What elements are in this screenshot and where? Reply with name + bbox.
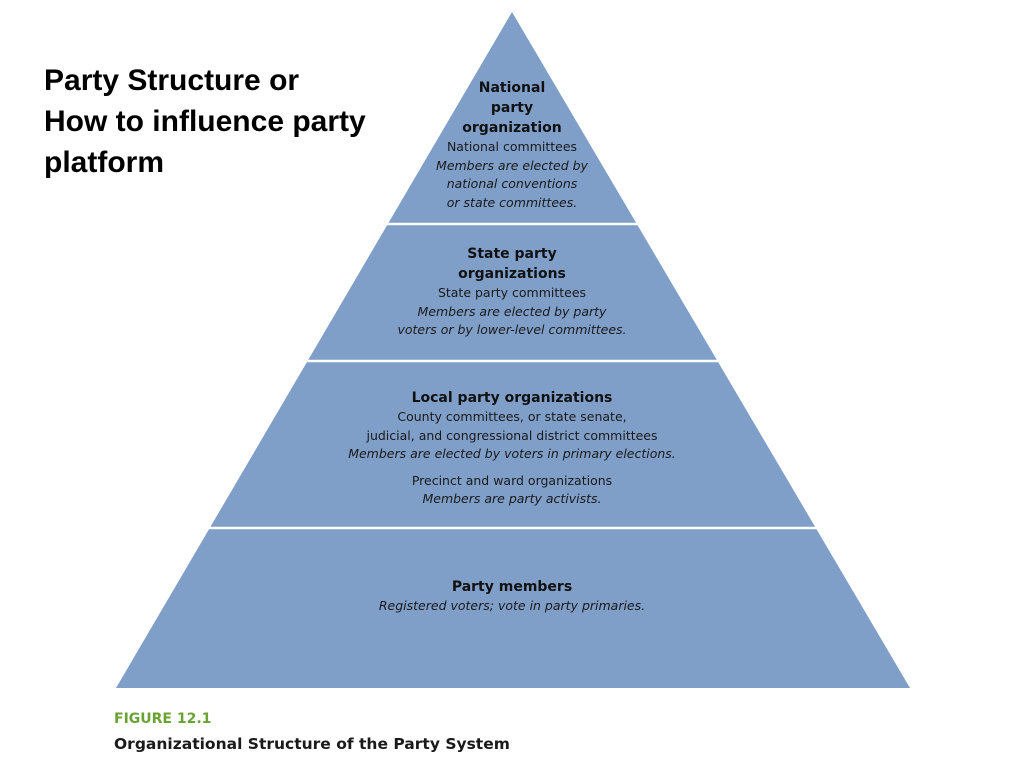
tier-heading: Local party organizations bbox=[411, 390, 613, 406]
tier-line: County committees, or state senate, bbox=[397, 409, 627, 424]
tier-italic-line: Members are elected by party bbox=[417, 303, 607, 319]
tier-local: Local party organizations County committ… bbox=[312, 388, 712, 509]
tier-italic-line: Members are elected by voters in primary… bbox=[348, 446, 676, 461]
tier-members: Party members Registered voters; vote in… bbox=[362, 577, 662, 616]
pyramid-shape bbox=[116, 12, 910, 688]
tier-heading: party bbox=[490, 100, 534, 116]
tier-italic-line: national conventions bbox=[446, 176, 578, 191]
slide-title-line: Party Structure or bbox=[44, 64, 300, 97]
tier-heading: organizations bbox=[458, 266, 566, 282]
tier-national: National party organization National com… bbox=[412, 78, 612, 212]
slide-title-line: How to influence party bbox=[44, 105, 366, 138]
tier-italic-line: Members are party activists. bbox=[422, 491, 602, 506]
figure-label: FIGURE 12.1 bbox=[114, 711, 212, 727]
tier-heading: organization bbox=[462, 120, 562, 136]
tier-italic-line: or state committees. bbox=[446, 194, 578, 210]
tier-italic-line: Members are elected by bbox=[436, 157, 588, 173]
tier-line: National committees bbox=[446, 139, 578, 154]
tier-line: State party committees bbox=[437, 285, 587, 300]
tier-heading: National bbox=[478, 80, 546, 96]
tier-state: State party organizations State party co… bbox=[362, 244, 662, 340]
figure-caption: Organizational Structure of the Party Sy… bbox=[114, 735, 510, 753]
slide-title: Party Structure or How to influence part… bbox=[44, 60, 366, 183]
tier-heading: State party bbox=[467, 246, 557, 262]
tier-line: judicial, and congressional district com… bbox=[366, 427, 658, 443]
tier-italic-line: Registered voters; vote in party primari… bbox=[378, 598, 646, 613]
tier-heading: Party members bbox=[451, 579, 573, 595]
slide-title-line: platform bbox=[44, 146, 164, 179]
tier-line: Precinct and ward organizations bbox=[411, 472, 613, 488]
tier-italic-line: voters or by lower-level committees. bbox=[397, 322, 627, 337]
